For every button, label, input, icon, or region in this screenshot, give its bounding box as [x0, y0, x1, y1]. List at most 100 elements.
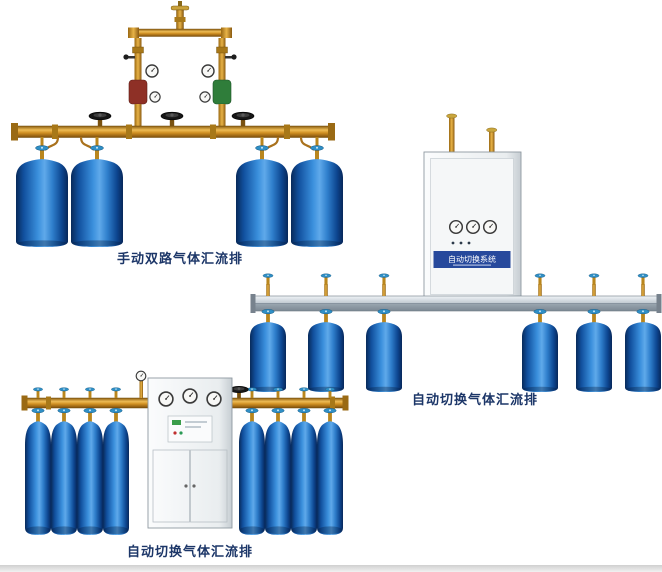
valve-handwheel: [88, 111, 112, 127]
cylinder-valve: [261, 308, 275, 324]
rail-valve: [246, 387, 258, 399]
header-pipe-assembly: [123, 1, 237, 82]
rail-valve: [262, 273, 274, 286]
indicator-led: [179, 431, 183, 435]
pressure-gauge: [206, 391, 222, 407]
pressure-gauge: [482, 219, 498, 235]
control-cabinet: 自动切换系统: [423, 151, 522, 303]
cabinet-label: 自动切换系统: [448, 254, 496, 264]
cylinder-valve: [587, 308, 601, 324]
cylinder-valve: [533, 308, 547, 324]
valve-handwheel: [160, 111, 184, 127]
cylinder-valve: [245, 407, 259, 423]
rail-valve: [637, 273, 649, 286]
rail-valve: [588, 273, 600, 286]
control-panel: [167, 415, 213, 443]
cylinder-valves: [35, 145, 324, 161]
caption-auto-switch-bottom: 自动切换气体汇流排: [126, 545, 253, 560]
gas-cylinder: [236, 159, 288, 247]
rail-valve: [84, 387, 96, 399]
cylinder-valve: [377, 308, 391, 324]
rail-valve: [534, 273, 546, 286]
rail-valve: [298, 387, 310, 399]
gas-cylinder: [265, 421, 291, 535]
pressure-gauge: [199, 91, 211, 103]
gas-cylinders: [250, 322, 661, 392]
gas-cylinder: [308, 322, 344, 392]
rail-top-valves: [262, 273, 649, 296]
gas-cylinder: [71, 159, 123, 247]
valve-handwheel: [231, 111, 255, 127]
cabinet-door-right: [190, 449, 228, 523]
gas-cylinders: [16, 159, 343, 247]
indicator-led: [173, 431, 177, 435]
cylinder-valve: [319, 308, 333, 324]
cylinder-valve: [310, 145, 324, 161]
cylinder-valve: [297, 407, 311, 423]
caption-auto-switch-right: 自动切换气体汇流排: [411, 393, 538, 408]
figure-auto-switch-bottom: [21, 370, 349, 535]
pressure-gauge: [201, 64, 215, 78]
shutoff-handle: [446, 113, 458, 119]
pressure-gauge: [145, 64, 159, 78]
side-valve-knob: [231, 54, 237, 60]
indicator-led: [467, 241, 471, 245]
gas-cylinder: [16, 159, 68, 247]
rail-valve: [378, 273, 390, 286]
rail-valve: [324, 387, 336, 399]
gas-cylinder: [522, 322, 558, 392]
manifold-handwheel-valves: [88, 111, 255, 127]
cylinder-valve: [31, 407, 45, 423]
cabinet-door-left: [152, 449, 190, 523]
rail-valve: [110, 387, 122, 399]
rail-valve: [320, 273, 332, 286]
manifold-pipe: [11, 123, 335, 141]
side-valve-knob: [123, 54, 129, 60]
cylinder-valve: [271, 407, 285, 423]
shutoff-handle: [486, 127, 498, 133]
pressure-gauge: [465, 219, 481, 235]
gas-cylinder: [625, 322, 661, 392]
gas-cylinder: [291, 159, 343, 247]
cylinder-valve: [57, 407, 71, 423]
caption-manual-dual-manifold: 手动双路气体汇流排: [116, 252, 243, 267]
cylinder-valve: [255, 145, 269, 161]
manifold-rail: [250, 294, 662, 313]
pressure-gauge: [135, 370, 147, 382]
figure-auto-switch-right: 自动切换系统: [250, 113, 662, 392]
indicator-led: [459, 241, 463, 245]
pressure-regulator-left: [128, 64, 161, 110]
pressure-regulator-right: [199, 64, 232, 110]
gas-cylinder: [103, 421, 129, 535]
pressure-gauge: [448, 219, 464, 235]
cylinder-valve: [323, 407, 337, 423]
rail-valve: [58, 387, 70, 399]
pigtail-tubes: [40, 136, 319, 151]
gas-cylinder: [576, 322, 612, 392]
bottom-divider: [0, 565, 662, 572]
gas-cylinder: [291, 421, 317, 535]
door-handle: [192, 484, 196, 488]
rail-valve: [272, 387, 284, 399]
cylinder-valve: [35, 145, 49, 161]
cylinder-valves: [261, 308, 650, 324]
gas-cylinder: [51, 421, 77, 535]
gas-cylinder: [366, 322, 402, 392]
gas-cylinder: [250, 322, 286, 392]
pressure-gauge: [158, 391, 174, 407]
figure-manual-dual-manifold: [11, 1, 343, 247]
cabinet-gauges: [448, 219, 498, 235]
cylinder-valve: [636, 308, 650, 324]
gas-cylinder: [25, 421, 51, 535]
gas-cylinder: [317, 421, 343, 535]
gas-cylinder: [239, 421, 265, 535]
gas-cylinder: [77, 421, 103, 535]
pressure-gauge: [182, 388, 198, 404]
cabinet-label-band: [433, 251, 511, 268]
valve-handwheel: [229, 385, 249, 399]
door-handle: [184, 484, 188, 488]
control-cabinet-2: [147, 377, 233, 529]
cylinder-valve: [109, 407, 123, 423]
